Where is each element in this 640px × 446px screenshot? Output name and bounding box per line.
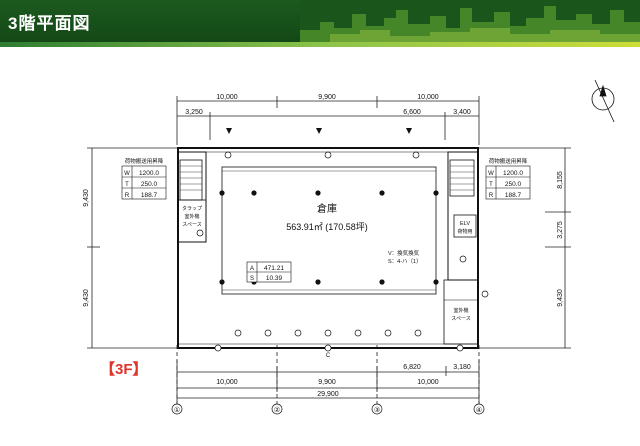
- note-2: S：4-ハ（1）: [388, 258, 422, 265]
- north-arrow-icon: [591, 79, 615, 123]
- dim-bottom-3: 10,000: [417, 379, 439, 386]
- right-elevator-title: 荷物搬送用昇降: [489, 157, 528, 165]
- page-title: 3階平面図: [8, 14, 91, 33]
- left-room-label-2: 室外機: [184, 213, 199, 220]
- dim-bottom-sub-2: 3,180: [453, 364, 471, 371]
- floor-label: 【3F】: [100, 361, 148, 378]
- dim-bottom-2: 9,900: [318, 379, 336, 386]
- right-room-label-1: 室外機: [453, 307, 468, 314]
- right-elev-v2: 250.0: [505, 181, 522, 188]
- dim-left-1: 9,430: [83, 189, 90, 207]
- left-elev-v1: 1200.0: [139, 170, 159, 177]
- axis-2: ②: [274, 407, 280, 414]
- header-accent-bar: [0, 42, 640, 47]
- note-1: V：換気換気: [388, 249, 420, 257]
- dim-right-2: 3,275: [557, 221, 564, 239]
- left-elev-v3: 188.7: [141, 192, 158, 199]
- right-room-label-2: スペース: [451, 316, 470, 322]
- left-elev-v2: 250.0: [141, 181, 158, 188]
- left-elev-k1: W: [124, 171, 130, 177]
- right-elev-v3: 188.7: [505, 192, 522, 199]
- spec-k2: S: [250, 276, 254, 282]
- dim-top-2: 9,900: [318, 94, 336, 101]
- spec-k1: A: [250, 266, 254, 272]
- axis-4: ④: [476, 406, 482, 414]
- dim-top-sub-3: 3,400: [453, 109, 471, 116]
- dim-top-sub-1: 3,250: [185, 109, 203, 116]
- left-room-label-3: スペース: [182, 222, 201, 228]
- spec-v2: 10.39: [266, 275, 283, 282]
- right-elev-k2: T: [489, 182, 493, 188]
- spec-v1: 471.21: [264, 265, 284, 272]
- dim-left-2: 9,430: [83, 289, 90, 307]
- dim-total: 29,900: [317, 391, 339, 398]
- dim-bottom-sub-1: 6,820: [403, 364, 421, 371]
- header-banner: 3階平面図: [0, 0, 640, 42]
- left-room-label-1: タラップ: [182, 205, 202, 212]
- left-elev-k2: T: [125, 182, 129, 188]
- right-elev-k1: W: [488, 171, 494, 177]
- elv-label-2: 荷物用: [457, 228, 472, 235]
- right-elev-k3: R: [489, 193, 494, 199]
- city-skyline-graphic: [300, 0, 640, 42]
- elv-label-1: ELV: [460, 221, 470, 227]
- dim-right-3: 9,430: [557, 289, 564, 307]
- dim-top-sub-2: 6,600: [403, 109, 421, 116]
- left-elev-k3: R: [125, 193, 130, 199]
- right-elev-v1: 1200.0: [503, 170, 523, 177]
- room-name: 倉庫: [317, 202, 337, 215]
- marker-c: C: [326, 353, 331, 359]
- dim-bottom-1: 10,000: [216, 379, 238, 386]
- left-elevator-title: 荷物搬送用昇降: [125, 157, 164, 165]
- axis-3: ③: [374, 406, 380, 414]
- dim-top-1: 10,000: [216, 94, 238, 101]
- dim-right-1: 8,155: [557, 171, 564, 189]
- room-area: 563.91㎡ (170.58坪): [286, 222, 368, 232]
- axis-1: ①: [174, 406, 180, 414]
- dim-top-3: 10,000: [417, 94, 439, 101]
